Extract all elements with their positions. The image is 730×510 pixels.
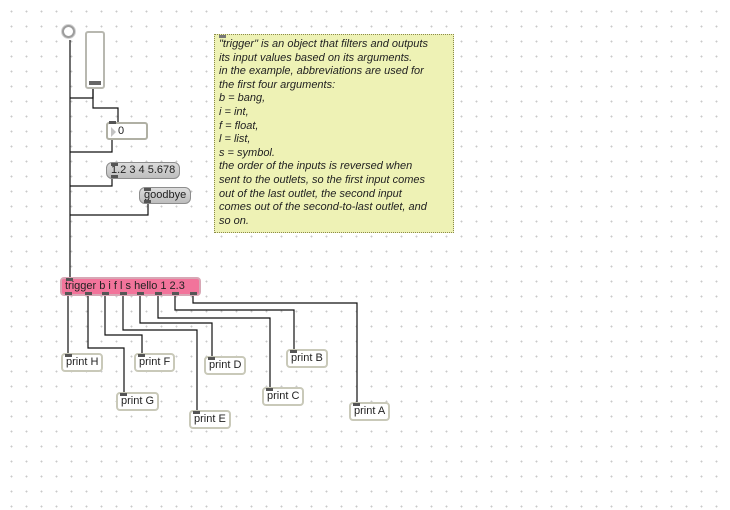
- print-e-label: print E: [194, 413, 226, 425]
- comment-line: s = symbol.: [219, 146, 275, 159]
- comment-line: the order of the inputs is reversed when: [219, 160, 413, 173]
- print-f-object[interactable]: print F: [134, 353, 176, 372]
- number-box-arrow-icon: [111, 127, 116, 137]
- print-b-label: print B: [291, 352, 323, 364]
- trigger-object[interactable]: trigger b i f l s hello 1 2.3: [60, 277, 201, 296]
- print-g-label: print G: [121, 395, 155, 407]
- goodbye-message-text: goodbye: [144, 189, 187, 201]
- print-b-object[interactable]: print B: [286, 349, 328, 368]
- comment-line: sent to the outlets, so the first input …: [219, 173, 426, 186]
- comment-line: out of the last outlet, the second input: [219, 187, 402, 200]
- print-a-label: print A: [354, 405, 386, 417]
- print-c-object[interactable]: print C: [262, 387, 305, 406]
- number-box[interactable]: 0: [106, 121, 148, 140]
- toggle-button[interactable]: [62, 25, 75, 38]
- comment-line: its input values based on its arguments.: [219, 51, 413, 64]
- list-message[interactable]: 1.2 3 4 5.678: [106, 162, 181, 179]
- print-d-object[interactable]: print D: [204, 356, 247, 375]
- print-f-label: print F: [139, 356, 171, 368]
- print-h-label: print H: [66, 356, 99, 368]
- print-e-object[interactable]: print E: [189, 410, 231, 429]
- comment-line: in the example, abbreviations are used f…: [219, 65, 424, 78]
- comment-line: comes out of the second-to-last outlet, …: [219, 201, 427, 214]
- list-message-text: 1.2 3 4 5.678: [111, 164, 176, 176]
- slider-knob[interactable]: [89, 81, 101, 85]
- comment-line: so on.: [219, 214, 249, 227]
- trigger-object-text: trigger b i f l s hello 1 2.3: [65, 280, 185, 292]
- print-g-object[interactable]: print G: [116, 392, 160, 411]
- print-d-label: print D: [209, 359, 242, 371]
- vertical-slider[interactable]: [85, 31, 105, 89]
- goodbye-message[interactable]: goodbye: [139, 187, 192, 204]
- number-box-value: 0: [118, 125, 125, 137]
- print-h-object[interactable]: print H: [61, 353, 104, 372]
- print-a-object[interactable]: print A: [349, 402, 391, 421]
- print-c-label: print C: [267, 390, 300, 402]
- comment-line: the first four arguments:: [219, 78, 336, 91]
- comment-line: l = list,: [219, 133, 251, 146]
- comment-line: b = bang,: [219, 92, 266, 105]
- comment-line: f = float,: [219, 119, 259, 132]
- comment-line: i = int,: [219, 105, 249, 118]
- comment-box: "trigger" is an object that filters and …: [214, 34, 454, 233]
- comment-line: "trigger" is an object that filters and …: [219, 38, 428, 50]
